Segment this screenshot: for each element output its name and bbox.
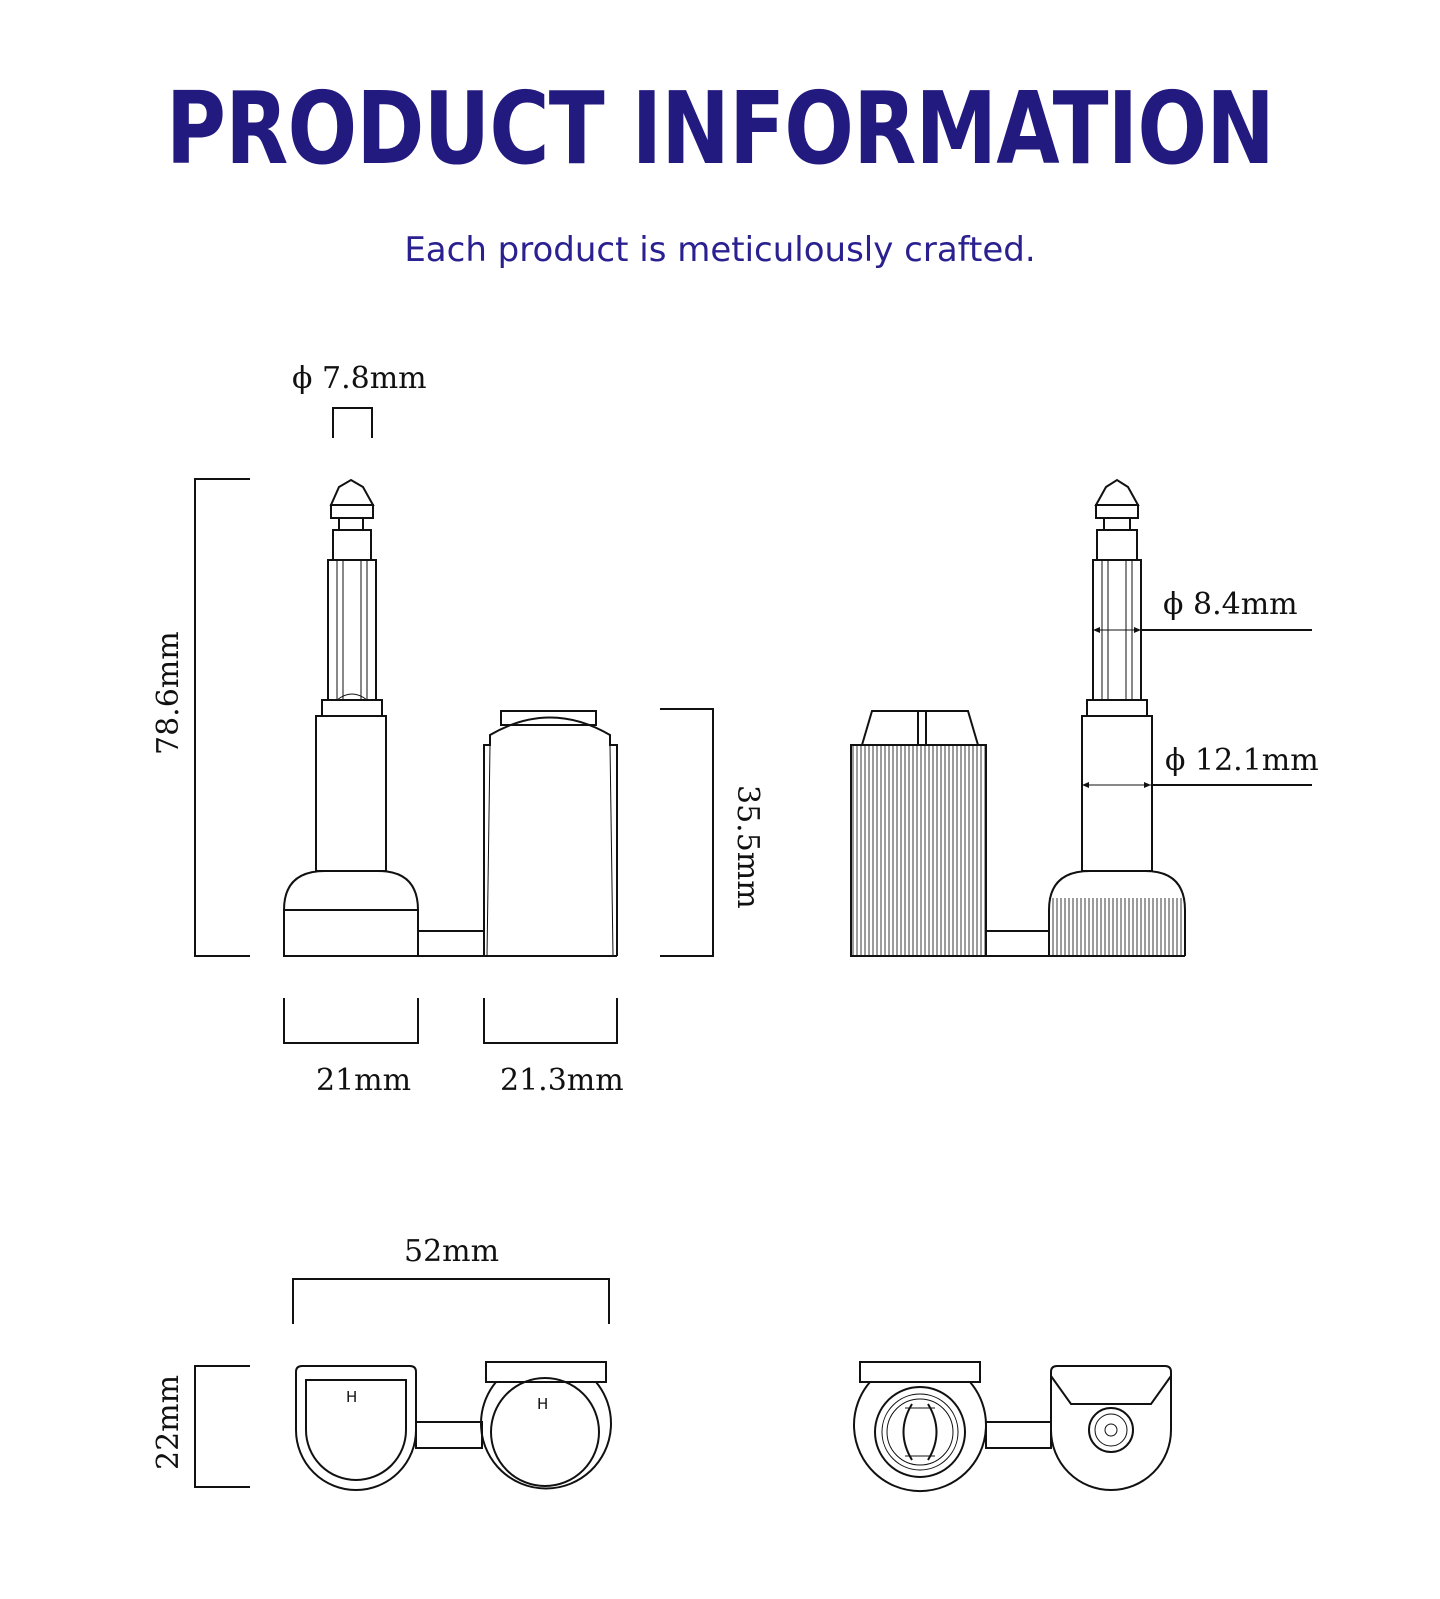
dimension-total-height-label: 78.6mm [151, 631, 186, 755]
dimension-cap-height-label: 35.5mm [730, 785, 765, 909]
dimension-overall-length-label: 52mm [404, 1234, 499, 1269]
page-subtitle: Each product is meticulously crafted. [404, 230, 1036, 270]
dimension-neck-diameter-label: ϕ 12.1mm [1165, 743, 1319, 778]
dimension-base-width: 21mm [283, 998, 419, 1098]
page-title: PRODUCT INFORMATION [165, 70, 1275, 187]
top-view-right-mark: H [537, 1395, 548, 1413]
dimension-cap-height: 35.5mm [660, 708, 765, 957]
dimension-top-depth: 22mm [151, 1365, 250, 1488]
top-view-left-mark: H [346, 1388, 357, 1406]
front-view [283, 478, 618, 957]
dimension-tip-diameter: ϕ 7.8mm [292, 361, 427, 438]
dimension-shaft-diameter: ϕ 8.4mm [1093, 587, 1312, 633]
dimension-base-width-label: 21mm [316, 1063, 411, 1098]
dimension-shaft-diameter-label: ϕ 8.4mm [1163, 587, 1298, 622]
top-view-right [853, 1361, 1172, 1492]
side-view [850, 478, 1186, 957]
dimension-neck-diameter: ϕ 12.1mm [1082, 743, 1319, 788]
top-view-left: H H [295, 1361, 612, 1491]
dimension-cap-width-label: 21.3mm [500, 1063, 624, 1098]
dimension-cap-width: 21.3mm [483, 998, 624, 1098]
dimension-tip-diameter-label: ϕ 7.8mm [292, 361, 427, 396]
dimension-total-height: 78.6mm [151, 478, 250, 957]
dimension-top-depth-label: 22mm [151, 1375, 186, 1470]
dimension-overall-length: 52mm [292, 1234, 610, 1324]
